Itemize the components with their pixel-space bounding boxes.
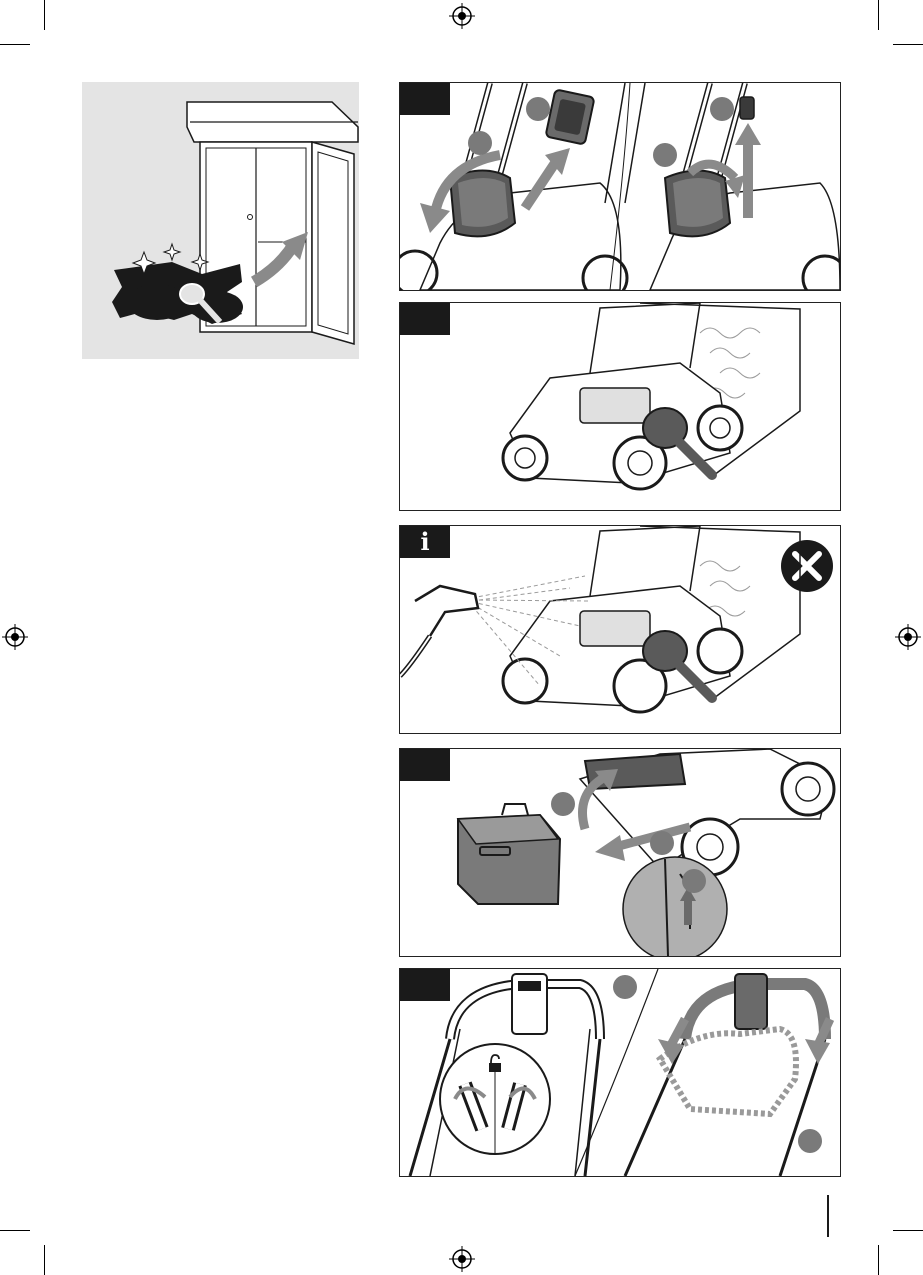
crop-mark	[0, 1230, 30, 1231]
page-number-bar	[827, 1195, 829, 1237]
crop-mark	[878, 0, 879, 30]
cabinet-storage-illustration-icon	[82, 82, 359, 359]
registration-mark-icon	[449, 3, 475, 29]
grass-bag-removal-illustration-icon	[400, 749, 840, 956]
storage-panel	[82, 82, 359, 359]
crop-mark	[878, 1245, 879, 1275]
handle-fold-illustration-icon	[400, 969, 840, 1176]
grass-bag-removal-panel	[399, 748, 841, 957]
battery-removal-panel	[399, 82, 841, 291]
handle-folding-panel	[399, 968, 841, 1177]
crop-mark	[893, 44, 923, 45]
brush-cleaning-illustration-icon	[400, 303, 840, 510]
registration-mark-icon	[449, 1246, 475, 1272]
no-water-warning-panel: i	[399, 525, 841, 734]
crop-mark	[44, 0, 45, 30]
battery-and-key-removal-illustration-icon	[400, 83, 840, 290]
crop-mark	[44, 1245, 45, 1275]
crop-mark	[893, 1230, 923, 1231]
registration-mark-icon	[2, 624, 28, 650]
crop-mark	[0, 44, 30, 45]
hose-prohibited-illustration-icon	[400, 526, 840, 733]
brush-cleaning-panel	[399, 302, 841, 511]
registration-mark-icon	[895, 624, 921, 650]
